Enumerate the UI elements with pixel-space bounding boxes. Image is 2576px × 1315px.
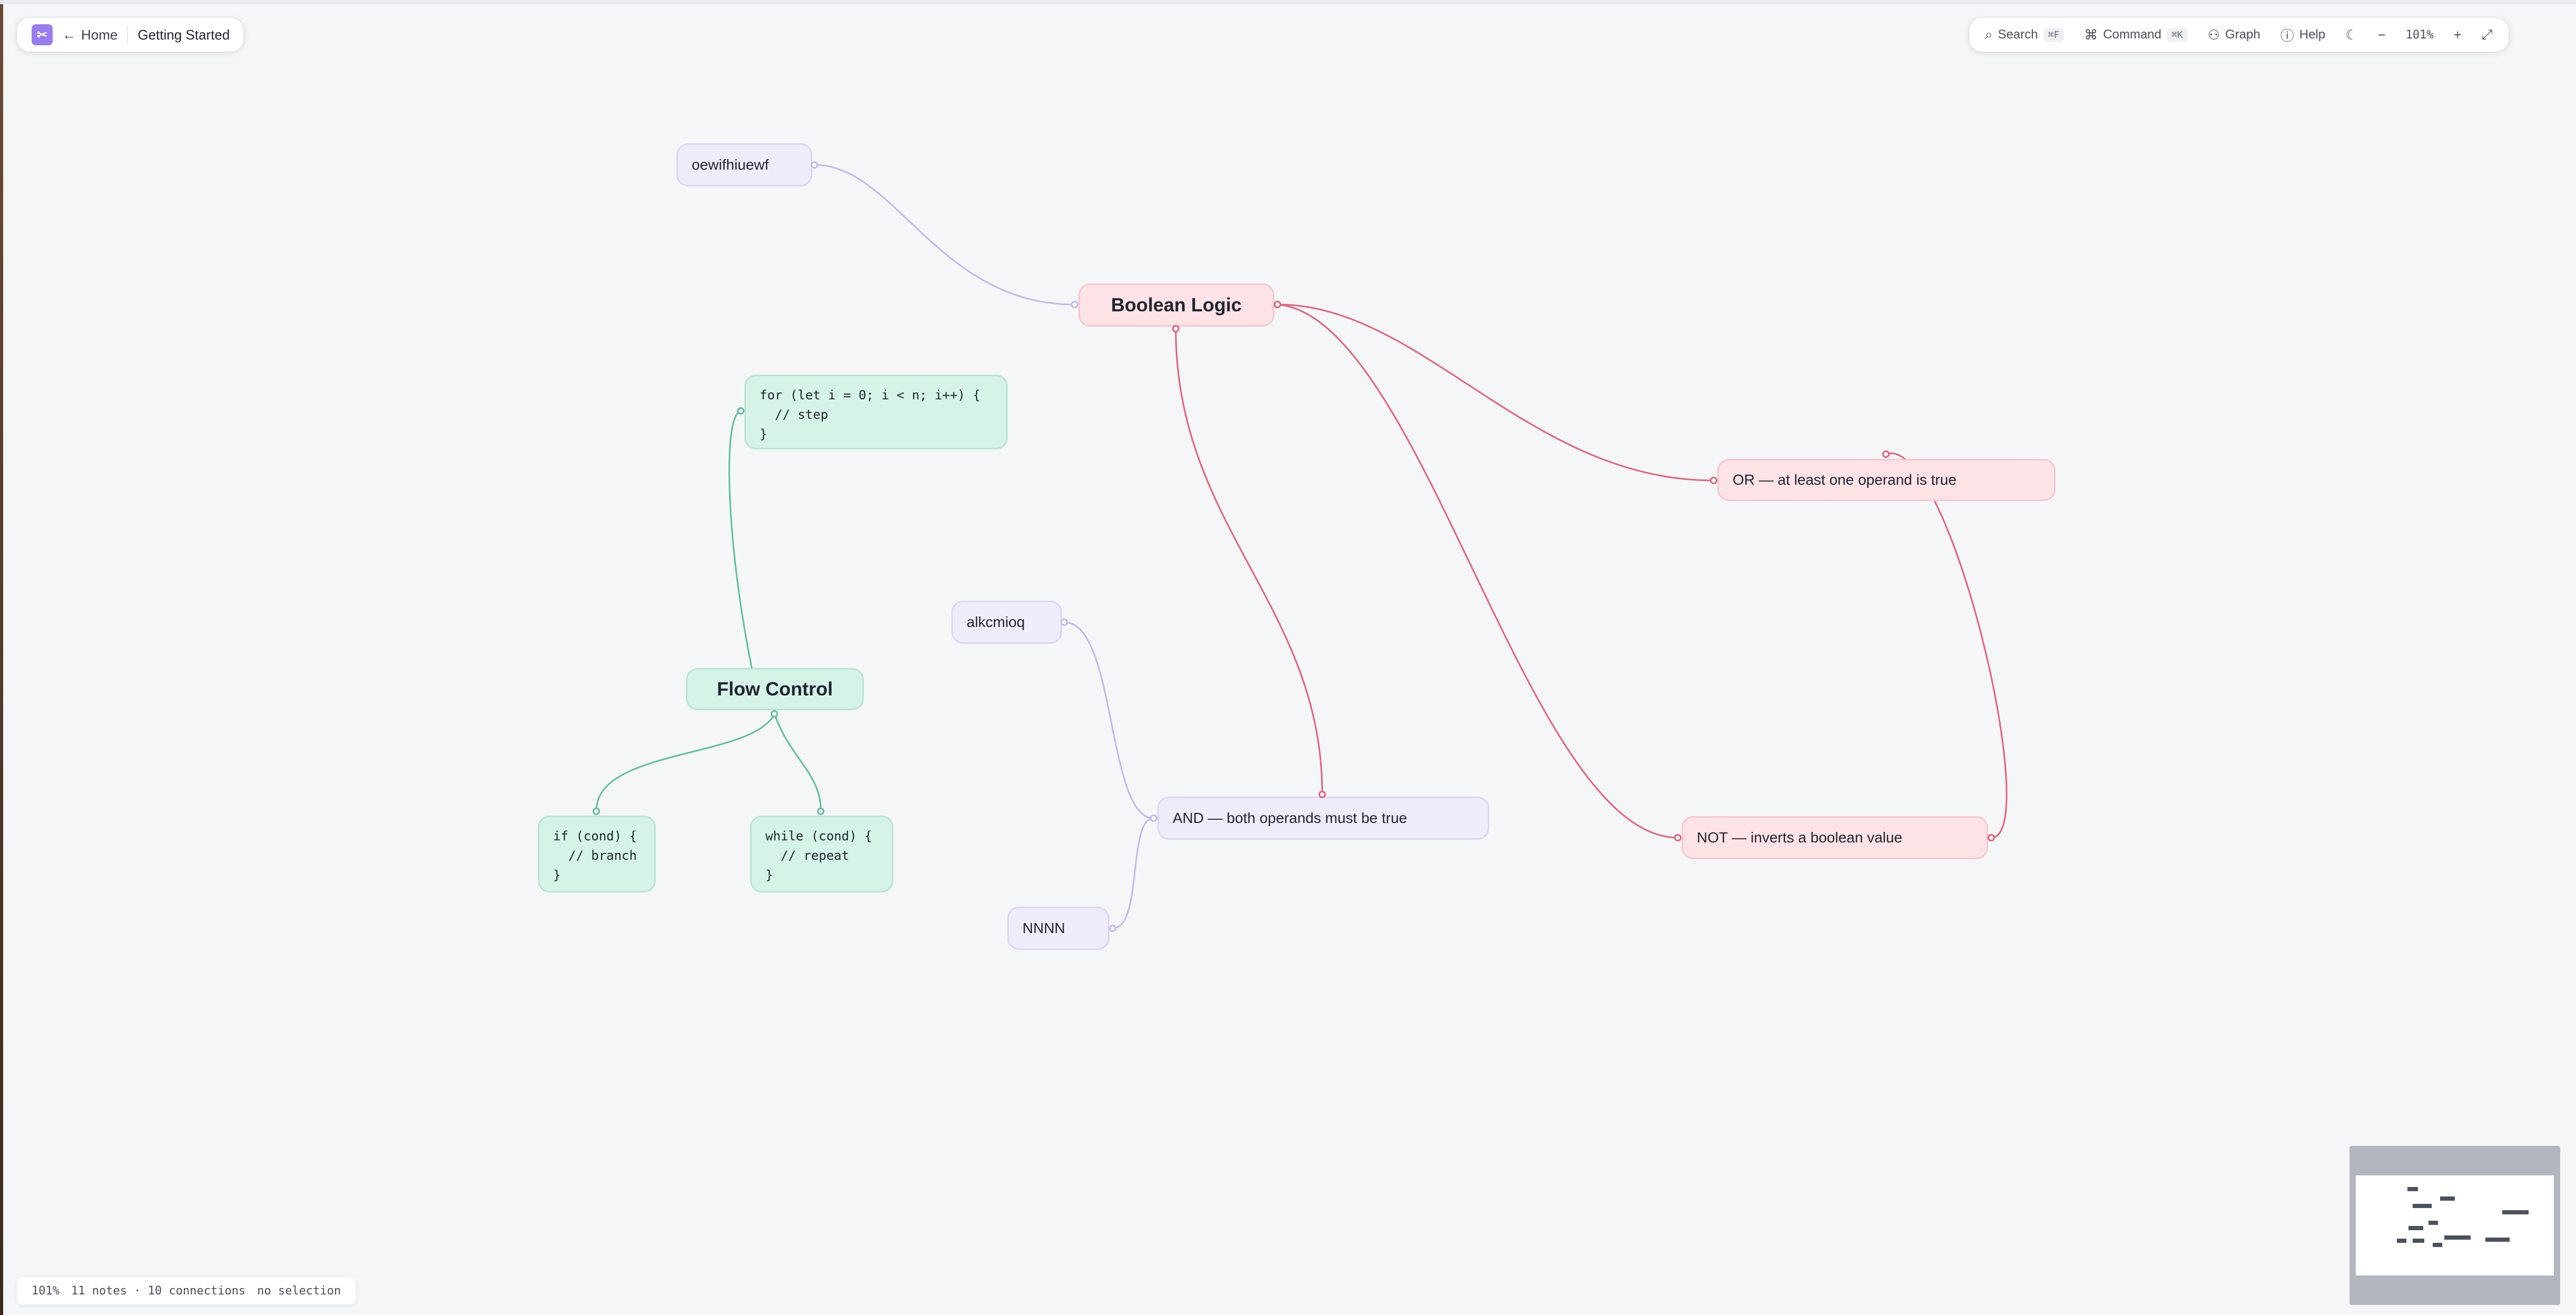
graph-button[interactable]: ⚇ Graph [2208, 27, 2260, 43]
arrow-left-icon: ← [62, 26, 76, 43]
search-label: Search [1998, 27, 2038, 42]
note-flow-control[interactable]: Flow Control [686, 668, 864, 710]
command-label: Command [2103, 27, 2162, 42]
status-zoom: 101% [32, 1284, 60, 1298]
command-button[interactable]: ⌘ Command ⌘K [2084, 26, 2188, 43]
connector-port[interactable] [1060, 619, 1068, 626]
minimap-node [2485, 1238, 2510, 1242]
help-label: Help [2299, 27, 2326, 42]
note-label: oewifhiuewf [692, 156, 769, 173]
window-edge [0, 0, 3, 1315]
note-label: NOT — inverts a boolean value [1697, 829, 1903, 846]
edge-flow-if [595, 713, 775, 812]
edge-alkcmioq-and [1064, 621, 1154, 819]
note-for-loop[interactable]: for (let i = 0; i < n; i++) { // step } [744, 375, 1008, 449]
edge-flow-for [728, 410, 753, 671]
note-label: Boolean Logic [1110, 294, 1242, 316]
connector-port[interactable] [1988, 834, 1995, 841]
edge-not-or [1885, 452, 2008, 839]
connector-port[interactable] [1674, 834, 1682, 841]
note-label: Flow Control [717, 678, 833, 700]
edge-flow-while [773, 713, 822, 812]
help-circle-icon: ⓘ [2280, 27, 2294, 44]
note-if-branch[interactable]: if (cond) { // branch } [538, 816, 656, 892]
minimap-node [2397, 1239, 2406, 1243]
page-title[interactable]: Getting Started [137, 26, 230, 43]
connector-port[interactable] [1071, 301, 1078, 308]
connector-port[interactable] [737, 407, 744, 415]
graph-label: Graph [2225, 27, 2260, 42]
fullscreen-icon[interactable]: ⤢ [2481, 26, 2493, 42]
minimap-node [2428, 1221, 2438, 1225]
note-and[interactable]: AND — both operands must be true [1157, 797, 1489, 840]
top-border [0, 0, 2576, 4]
status-bar: 101% 11 notes · 10 connections no select… [17, 1277, 356, 1304]
minimap-node [2413, 1204, 2432, 1208]
moon-icon[interactable]: ☾ [2345, 26, 2358, 43]
note-label: NNNN [1022, 920, 1065, 936]
connector-port[interactable] [1172, 325, 1179, 332]
minimap-node [2502, 1210, 2529, 1214]
connector-port[interactable] [811, 161, 818, 169]
minimap-node [2444, 1235, 2471, 1240]
minimap-node [2440, 1196, 2455, 1201]
note-oewifhiuewf[interactable]: oewifhiuewf [676, 143, 812, 187]
connector-port[interactable] [817, 808, 824, 815]
home-label: Home [81, 26, 118, 43]
toolbar: ⌕ Search ⌘F ⌘ Command ⌘K ⚇ Graph ⓘ Help … [1969, 18, 2509, 52]
connector-port[interactable] [1882, 450, 1890, 458]
edge-boolean-not [1277, 303, 1678, 839]
minimap-node [2433, 1243, 2442, 1247]
minimap-node [2407, 1187, 2418, 1191]
note-boolean-logic[interactable]: Boolean Logic [1078, 283, 1274, 327]
connector-port[interactable] [1319, 791, 1326, 798]
home-link[interactable]: ← Home [62, 27, 117, 43]
note-or[interactable]: OR — at least one operand is true [1717, 459, 2056, 501]
status-selection: no selection [257, 1284, 341, 1298]
graph-icon: ⚇ [2207, 26, 2220, 43]
minimap-node [2413, 1239, 2424, 1243]
note-code: if (cond) { // branch } [553, 829, 637, 882]
zoom-out-icon[interactable]: − [2377, 26, 2386, 43]
minimap[interactable] [2349, 1146, 2560, 1305]
note-code: for (let i = 0; i < n; i++) { // step } [760, 388, 981, 441]
breadcrumb: ✂ ← Home Getting Started [17, 18, 244, 52]
zoom-level: 101% [2405, 28, 2434, 42]
command-shortcut: ⌘K [2167, 27, 2188, 42]
connector-port[interactable] [1109, 925, 1116, 932]
note-alkcmioq[interactable]: alkcmioq [951, 601, 1062, 644]
zoom-in-icon[interactable]: + [2453, 26, 2462, 43]
app-logo-icon[interactable]: ✂ [32, 24, 53, 45]
search-button[interactable]: ⌕ Search ⌘F [1985, 26, 2064, 43]
edge-boolean-or [1277, 303, 1714, 482]
note-nnnn[interactable]: NNNN [1007, 907, 1109, 950]
note-not[interactable]: NOT — inverts a boolean value [1682, 816, 1988, 859]
status-counts: 11 notes · 10 connections [71, 1284, 246, 1298]
connector-port[interactable] [771, 710, 778, 718]
connector-port[interactable] [1274, 301, 1281, 308]
breadcrumb-divider [127, 26, 129, 43]
note-code: while (cond) { // repeat } [765, 829, 872, 882]
note-label: OR — at least one operand is true [1733, 472, 1956, 488]
search-shortcut: ⌘F [2043, 27, 2064, 42]
connector-port[interactable] [1710, 477, 1717, 484]
search-icon: ⌕ [1985, 26, 1993, 42]
note-while-loop[interactable]: while (cond) { // repeat } [750, 816, 893, 892]
command-icon: ⌘ [2084, 26, 2098, 43]
minimap-node [2408, 1226, 2423, 1230]
connector-port[interactable] [593, 808, 600, 815]
edge-oewifhiuewf-boolean [814, 164, 1075, 306]
edge-boolean-and [1175, 328, 1323, 795]
note-label: alkcmioq [967, 614, 1025, 630]
help-button[interactable]: ⓘ Help [2280, 25, 2325, 45]
note-label: AND — both operands must be true [1173, 810, 1408, 826]
connector-port[interactable] [1150, 814, 1157, 822]
edge-nnnn-and [1112, 817, 1154, 929]
minimap-viewport[interactable] [2356, 1175, 2554, 1275]
